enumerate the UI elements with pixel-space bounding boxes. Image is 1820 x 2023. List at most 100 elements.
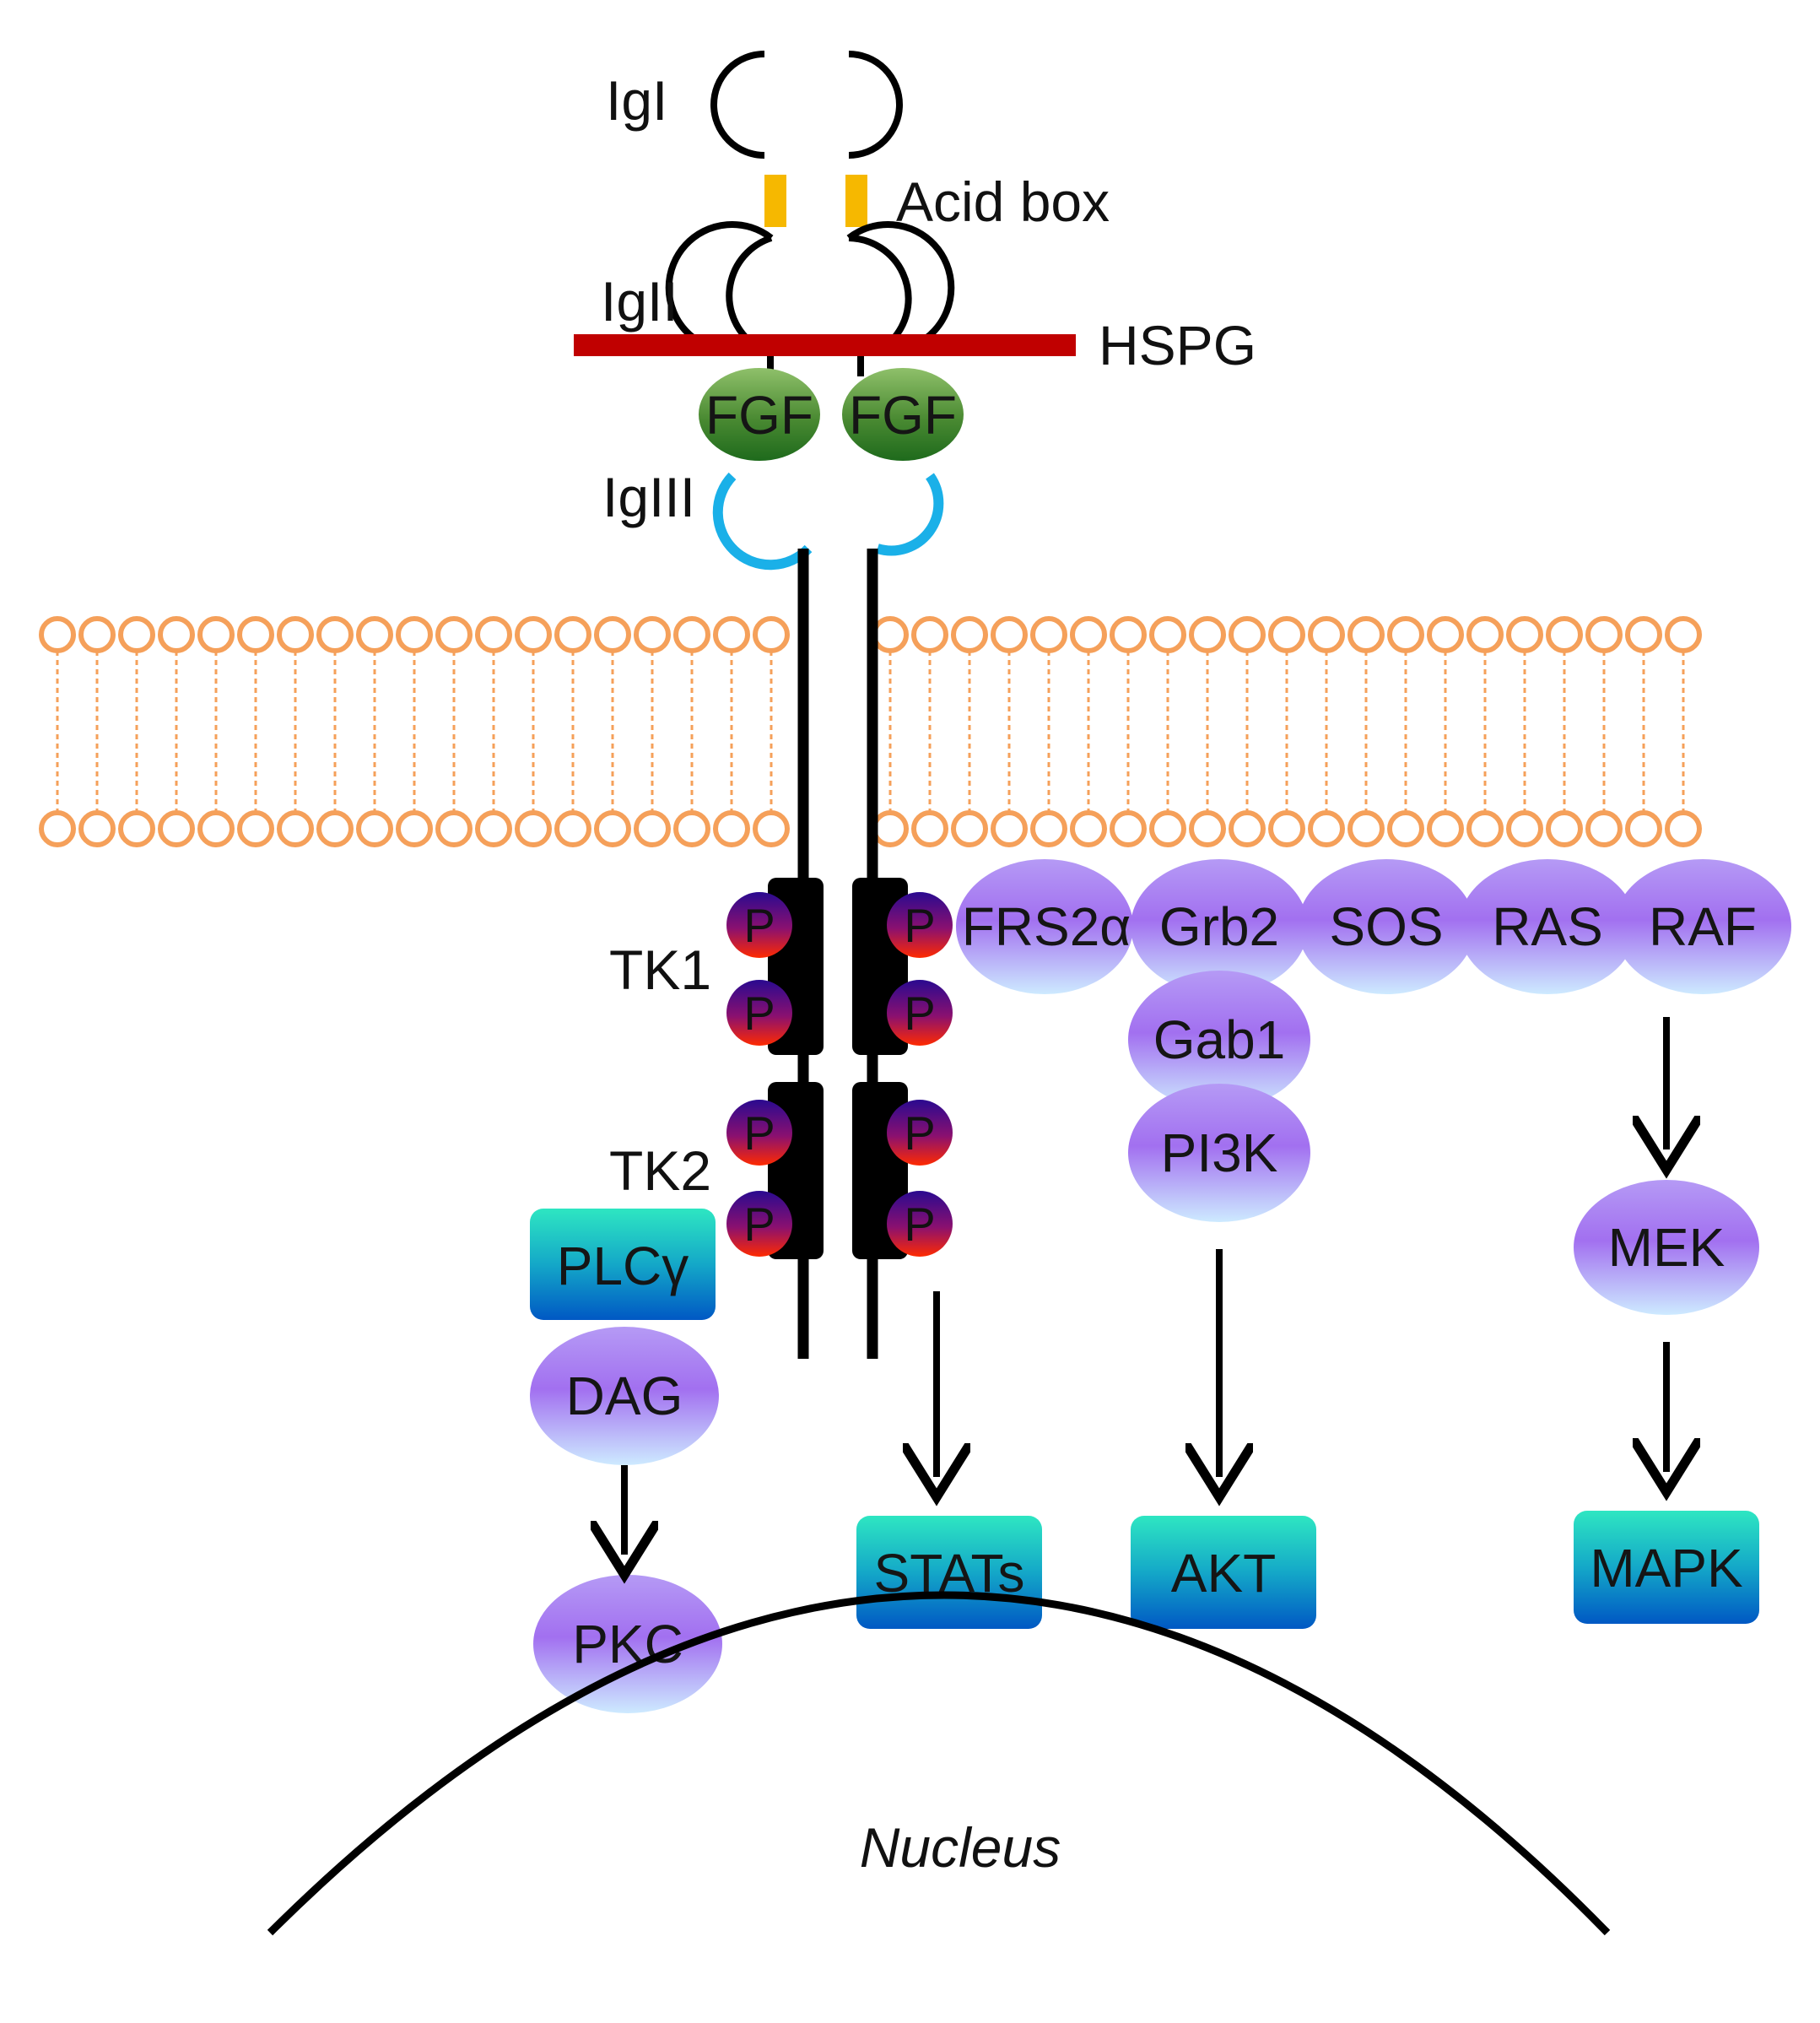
lipid-head <box>39 616 76 653</box>
phospho-site <box>726 1191 792 1257</box>
node-akt <box>1131 1516 1316 1629</box>
lipid-head <box>872 616 909 653</box>
lipid-head <box>1506 810 1543 847</box>
phospho-site <box>726 1100 792 1166</box>
lipid-head <box>475 616 512 653</box>
lipid-head <box>158 810 195 847</box>
igI-loop-right <box>848 51 903 159</box>
label-tk1: TK1 <box>609 938 711 1001</box>
receptor-ectodomain <box>574 51 1076 571</box>
lipid-head <box>316 810 354 847</box>
lipid-head <box>1268 616 1305 653</box>
label-igI: IgI <box>606 69 667 132</box>
lipid-head <box>1070 810 1107 847</box>
grb2-label: Grb2 <box>1159 896 1279 957</box>
lipid-head <box>911 810 948 847</box>
pkc-label: PKC <box>572 1614 683 1674</box>
plcg-label: PLCγ <box>557 1236 689 1296</box>
fgf-ligand-right <box>842 368 964 461</box>
lipid-head <box>1466 616 1504 653</box>
pi3k-label: PI3K <box>1161 1122 1278 1183</box>
lipid-head <box>1070 616 1107 653</box>
lipid-head <box>753 616 790 653</box>
lipid-head <box>1466 810 1504 847</box>
igII-loop-right <box>848 235 912 340</box>
lipid-head <box>554 810 591 847</box>
node-pkc <box>533 1575 722 1713</box>
lipid-head <box>515 810 552 847</box>
lipid-head <box>515 616 552 653</box>
lipid-head <box>78 810 116 847</box>
lipid-head <box>1585 810 1623 847</box>
lipid-head <box>1229 810 1266 847</box>
igIII-loop-right <box>876 473 944 556</box>
raf-label: RAF <box>1649 896 1757 957</box>
lipid-head <box>78 616 116 653</box>
lipid-head <box>1625 810 1662 847</box>
phospho-label: P <box>743 1106 775 1160</box>
lipid-head <box>396 616 433 653</box>
node-grb2 <box>1131 859 1308 994</box>
igIII-loop-left <box>712 472 813 571</box>
phosphorylation-sites: P P P P P P P P <box>726 892 953 1257</box>
lipid-head <box>1665 616 1702 653</box>
lipid-head <box>911 616 948 653</box>
lipid-head <box>237 810 274 847</box>
label-igIII: IgIII <box>602 466 695 528</box>
lipid-head <box>396 810 433 847</box>
phospho-label: P <box>743 987 775 1040</box>
lipid-head <box>277 616 314 653</box>
phospho-label: P <box>904 987 935 1040</box>
lipid-head <box>1427 616 1464 653</box>
lipid-head <box>39 810 76 847</box>
phospho-site <box>887 980 953 1046</box>
mapk-label: MAPK <box>1590 1538 1742 1598</box>
acid-box-left <box>764 175 786 227</box>
lipid-head <box>1030 810 1067 847</box>
ras-label: RAS <box>1492 896 1603 957</box>
lipid-head <box>991 810 1028 847</box>
lipid-head <box>197 616 235 653</box>
lipid-head <box>1189 616 1226 653</box>
lipid-head <box>1387 616 1424 653</box>
lipid-head <box>316 616 354 653</box>
igII-loop-left <box>726 235 773 340</box>
hspg-bar <box>574 334 1076 356</box>
lipid-head <box>1308 616 1345 653</box>
lipid-head <box>237 616 274 653</box>
lipid-head <box>1149 616 1186 653</box>
mek-label: MEK <box>1608 1217 1725 1278</box>
lipid-head <box>158 616 195 653</box>
node-plcg <box>530 1209 716 1320</box>
phospho-label: P <box>904 1198 935 1251</box>
phospho-site <box>887 892 953 958</box>
lipid-head <box>713 810 750 847</box>
node-frs2a <box>956 859 1133 994</box>
lipid-head <box>1347 810 1385 847</box>
lipid-head <box>1506 616 1543 653</box>
phospho-label: P <box>904 1106 935 1160</box>
lipid-head <box>356 616 393 653</box>
lipid-head <box>1149 810 1186 847</box>
arrows <box>624 1017 1666 1555</box>
lipid-head <box>594 616 631 653</box>
lipid-head <box>1665 810 1702 847</box>
lipid-head <box>435 810 473 847</box>
nucleus-label: Nucleus <box>860 1816 1061 1879</box>
lipid-head <box>753 810 790 847</box>
label-tk2: TK2 <box>609 1139 711 1202</box>
label-hspg: HSPG <box>1099 314 1256 376</box>
lipid-head <box>673 616 710 653</box>
lipid-head <box>118 616 155 653</box>
label-igII: IgII <box>601 270 678 333</box>
cell-membrane-bilayer <box>39 616 1702 847</box>
lipid-head <box>1427 810 1464 847</box>
lipid-head <box>1625 616 1662 653</box>
lipid-head <box>1189 810 1226 847</box>
lipid-head <box>1229 616 1266 653</box>
lipid-head <box>713 616 750 653</box>
node-mek <box>1574 1180 1759 1315</box>
lipid-head <box>991 616 1028 653</box>
acid-box-right <box>845 175 867 227</box>
